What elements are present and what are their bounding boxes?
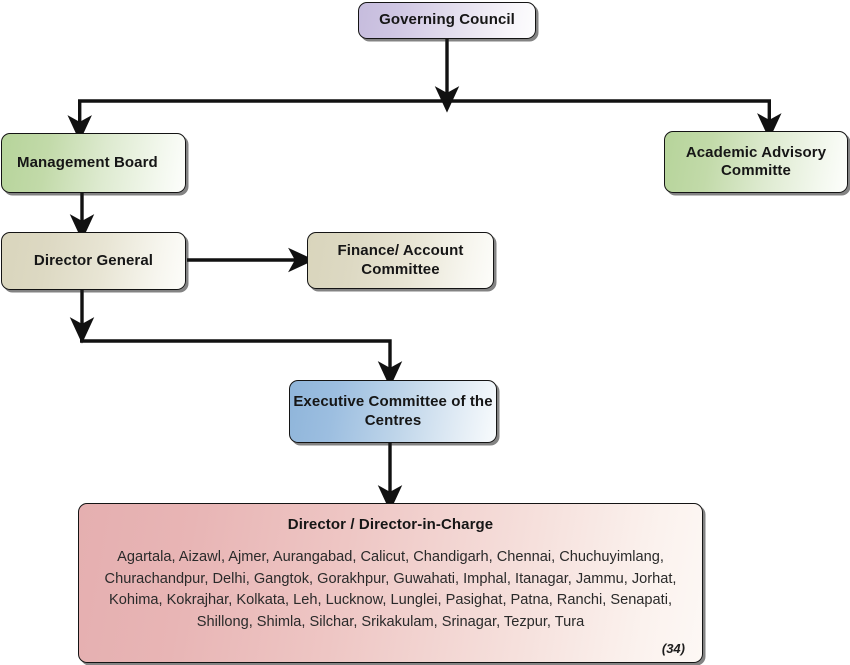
node-executive-committee-of-the-centres[interactable]: Executive Committee of the Centres [289,380,497,443]
node-director-general[interactable]: Director General [1,232,186,290]
node-director-in-charge[interactable]: Director / Director-in-Charge Agartala, … [78,503,703,663]
centre-list: Agartala, Aizawl, Ajmer, Aurangabad, Cal… [104,549,677,630]
node-director-in-charge-label: Director / Director-in-Charge [287,516,494,533]
node-governing-council-label: Governing Council [379,11,515,29]
node-management-board[interactable]: Management Board [1,133,186,193]
node-governing-council[interactable]: Governing Council [358,2,536,39]
node-management-board-label: Management Board [17,153,158,171]
centre-count-badge: (34) [661,641,685,656]
node-academic-advisory-committee[interactable]: Academic Advisory Committe [664,131,848,193]
node-finance-account-committee[interactable]: Finance/ Account Committee [307,232,494,289]
node-director-general-label: Director General [33,251,154,269]
node-finance-account-committee-label: Finance/ Account Committee [337,242,464,278]
node-executive-committee-label: Executive Committee of the Centres [293,393,493,429]
edge-director-general-to-executive-committee [69,290,403,388]
node-academic-advisory-committee-label: Academic Advisory Committe [685,143,827,179]
